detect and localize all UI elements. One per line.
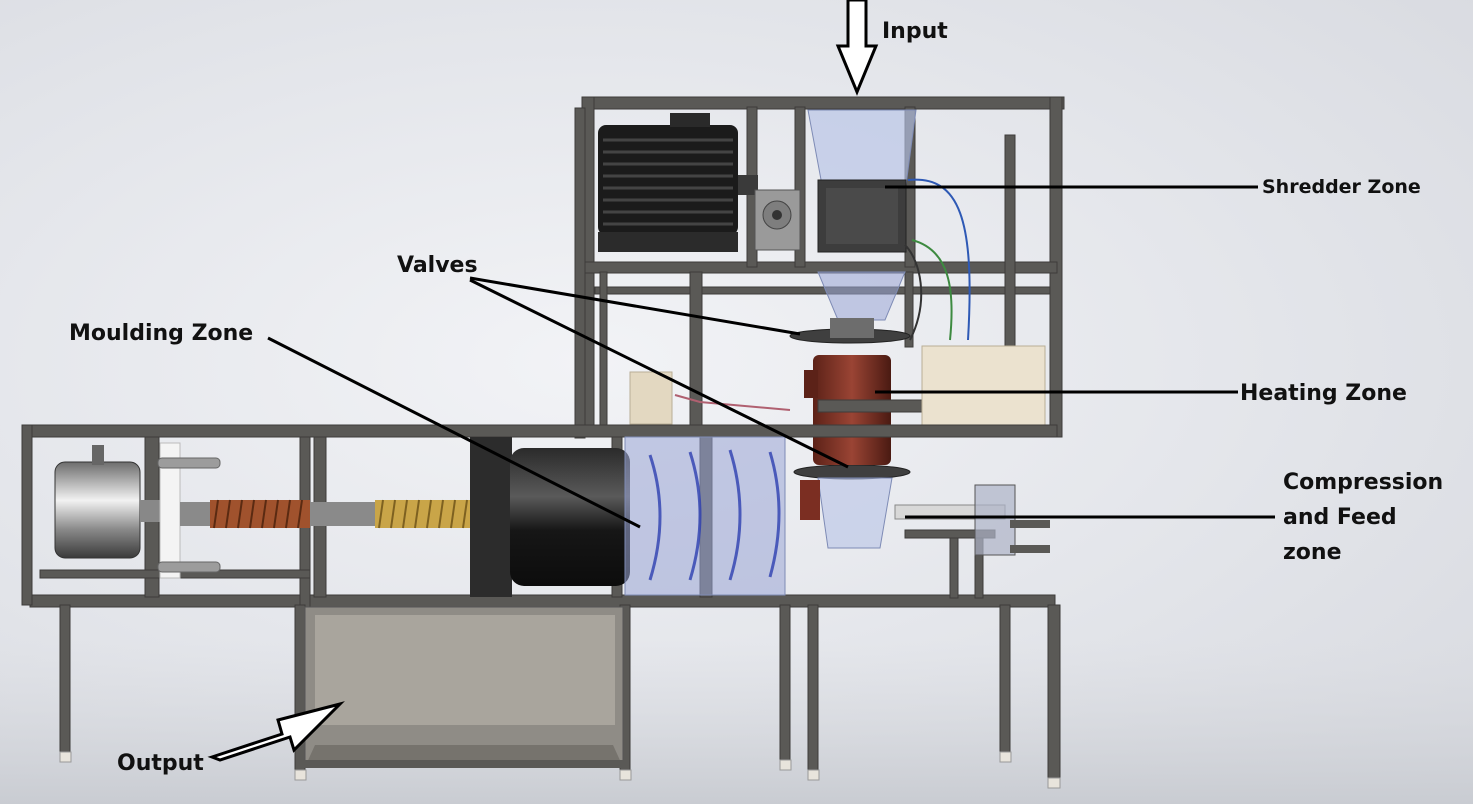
floor-shadow [0, 640, 1473, 804]
label-moulding-zone: Moulding Zone [69, 321, 254, 346]
leader-lines [267, 185, 1275, 529]
label-shredder-zone: Shredder Zone [1262, 176, 1421, 198]
output-arrow-icon [207, 701, 345, 762]
feed-section [800, 477, 1050, 556]
label-input: Input [882, 19, 948, 44]
frame-feet [59, 751, 1061, 789]
shredder [807, 109, 971, 341]
cable [904, 244, 923, 341]
label-compression-feed-zone: Compression and Feed zone [1283, 470, 1444, 565]
control-box-right [921, 345, 1046, 427]
feed-funnel [817, 271, 906, 321]
barrel-plate [470, 437, 512, 597]
label-output: Output [117, 751, 204, 776]
pink-wire [674, 394, 791, 411]
valve-discs [789, 328, 911, 480]
output-bin [300, 606, 628, 768]
screw [180, 499, 480, 529]
guide-rods [157, 457, 221, 573]
heater [804, 355, 924, 465]
control-box-left [629, 371, 673, 425]
label-valves: Valves [397, 253, 478, 278]
injection-chamber [624, 436, 786, 596]
motor [598, 113, 758, 252]
gearbox [754, 189, 801, 251]
clamp-cylinder [54, 445, 160, 559]
barrel [510, 448, 630, 586]
label-heating-zone: Heating Zone [1240, 381, 1407, 406]
upper-frame [574, 96, 1065, 439]
valve-body [830, 318, 874, 338]
input-arrow-icon [835, 0, 879, 96]
